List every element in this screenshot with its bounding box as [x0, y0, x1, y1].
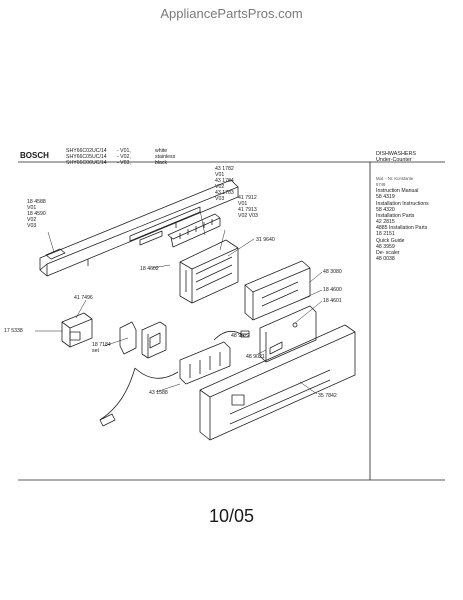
- document-entry: 4885 Installation Parts: [376, 225, 428, 232]
- document-number: 42 2815: [376, 219, 395, 226]
- mounting-bracket: [259, 305, 317, 363]
- variant-code: - V03,: [117, 160, 131, 167]
- part-label-clip: 18 4600: [323, 287, 342, 293]
- part-label-button-strip: 41 7912 V01 41 7913 V02 V03: [238, 195, 258, 219]
- product-type-label: DISHWASHERS: [376, 151, 416, 157]
- part-label-control-panel: 43 1782 V01 43 1784 V02 43 1783 V03: [215, 166, 234, 203]
- part-number: 18 7184: [92, 342, 111, 348]
- part-label-control-board: 48 3080: [323, 269, 342, 275]
- control-module-board: [244, 260, 311, 321]
- model-list: SHY66C02UC/14 SHY66C05UC/14 SHY66C06UC/1…: [66, 148, 107, 166]
- part-label-connector: 48 9021: [246, 354, 265, 360]
- variant-code: V02: [27, 217, 37, 224]
- variant-code: V03: [27, 223, 37, 230]
- model-number: SHY66C05UC/14: [66, 154, 107, 161]
- part-number: 18 4588: [27, 199, 46, 205]
- part-label-switch-housing: 17 5338: [4, 328, 23, 334]
- part-label-bracket: 18 4601: [323, 298, 342, 304]
- date-code: 10/05: [208, 506, 255, 526]
- connector-block: [179, 341, 231, 385]
- leader-lines: [35, 209, 323, 395]
- variant-code: V01: [27, 205, 37, 212]
- color-name: stainless: [155, 154, 176, 161]
- brand-label: BOSCH: [20, 151, 49, 160]
- part-number: 43 1783: [215, 190, 234, 197]
- color-name: white: [155, 148, 168, 154]
- variant-code: V03: [215, 196, 225, 203]
- part-label-harness: 48 9022: [231, 333, 250, 339]
- document-entry: Quick Guide: [376, 237, 405, 244]
- variant-code: V01: [215, 172, 225, 179]
- document-entry: De- scaler: [376, 249, 400, 256]
- control-panel-fascia: [39, 179, 239, 277]
- button-strip: [167, 213, 221, 248]
- part-label-cable: 43 1588: [149, 390, 168, 396]
- part-number: 41 7913: [238, 207, 257, 214]
- document-number: 58 4320: [376, 206, 395, 213]
- part-number: 41 7912: [238, 195, 257, 201]
- document-entry: Instruction Manual: [376, 188, 419, 195]
- color-list: white stainless black: [155, 148, 175, 166]
- part-number: 43 1784: [215, 178, 234, 185]
- document-number: 48 3959: [376, 243, 395, 250]
- document-number: 48 0038: [376, 256, 395, 263]
- inner-door-panel: [199, 324, 356, 441]
- wire-cable: [99, 367, 179, 427]
- switch-housing: [61, 312, 93, 348]
- part-label-handle: 18 4588 V01 18 4590 V02 V03: [27, 199, 46, 229]
- variant-code: - V02,: [117, 154, 131, 161]
- model-number: SHY66C06UC/14: [66, 160, 107, 167]
- documents-header-sub: 5748: [376, 182, 386, 188]
- part-label-screw: 18 4602: [140, 266, 159, 272]
- variant-code: V02 V03: [238, 213, 258, 220]
- variant-code: - V01,: [117, 148, 131, 154]
- document-entry: Installation Instructions: [376, 200, 429, 207]
- documents-header: Mat. - Nr. Konstante: [376, 176, 414, 181]
- color-name: black: [155, 160, 168, 167]
- wire-harness-small: [213, 330, 283, 355]
- site-watermark: AppliancePartsPros.com: [160, 6, 303, 21]
- part-label-switch: 41 7496: [74, 295, 93, 301]
- model-number: SHY66C02UC/14: [66, 148, 107, 154]
- product-subtype-label: Under-Counter: [376, 157, 412, 164]
- set-note: set: [92, 348, 99, 355]
- document-number: 18 2151: [376, 231, 395, 238]
- document-entry: Installation Parts: [376, 212, 415, 219]
- part-label-inner-door: 35 7842: [318, 393, 337, 399]
- handle-insert: [45, 248, 66, 260]
- electronic-module: [179, 239, 239, 304]
- latch-parts: [119, 321, 167, 359]
- product-type: DISHWASHERS Under-Counter: [376, 151, 416, 164]
- part-label-module: 31 9640: [256, 237, 275, 243]
- part-label-latch-set: 18 7184 set: [92, 342, 111, 354]
- variant-code: V01: [238, 201, 248, 208]
- variant-list: - V01, - V02, - V03,: [117, 148, 131, 166]
- part-number: 18 4590: [27, 211, 46, 218]
- variant-code: V02: [215, 184, 225, 191]
- part-number: 43 1782: [215, 166, 234, 172]
- document-number: 58 4319: [376, 194, 395, 201]
- documents-list: Mat. - Nr. Konstante 5748 Instruction Ma…: [376, 176, 429, 262]
